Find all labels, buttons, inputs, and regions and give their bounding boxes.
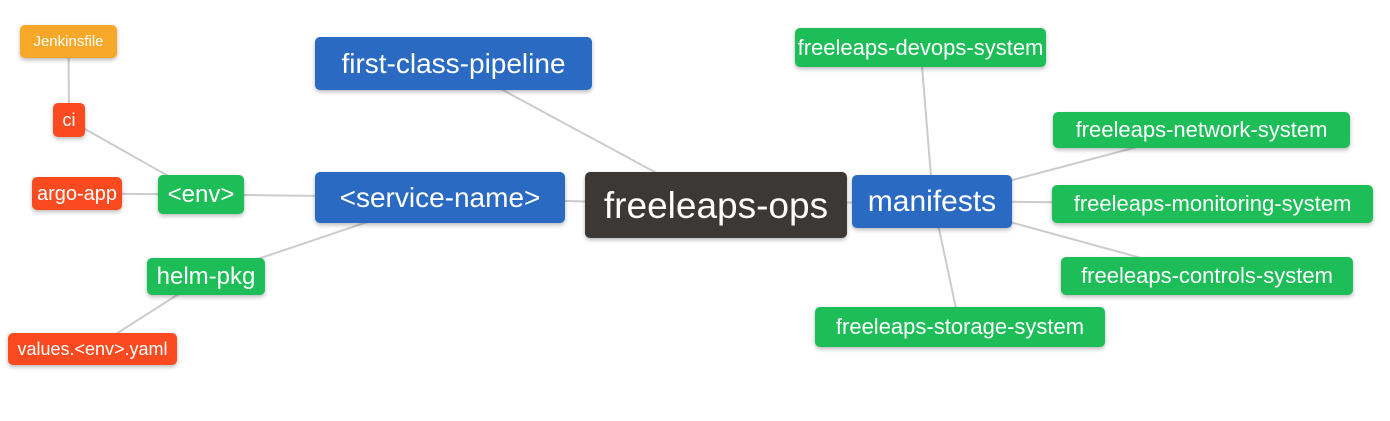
node-values-env-yaml[interactable]: values.<env>.yaml bbox=[8, 333, 177, 365]
node-manifests[interactable]: manifests bbox=[852, 175, 1012, 228]
node-env[interactable]: <env> bbox=[158, 175, 244, 214]
node-first-class-pipeline[interactable]: first-class-pipeline bbox=[315, 37, 592, 90]
node-freeleaps-monitoring-system[interactable]: freeleaps-monitoring-system bbox=[1052, 185, 1373, 223]
node-helm-pkg[interactable]: helm-pkg bbox=[147, 258, 265, 295]
node-freeleaps-storage-system[interactable]: freeleaps-storage-system bbox=[815, 307, 1105, 347]
node-freeleaps-network-system[interactable]: freeleaps-network-system bbox=[1053, 112, 1350, 148]
node-service-name[interactable]: <service-name> bbox=[315, 172, 565, 223]
node-freeleaps-devops-system[interactable]: freeleaps-devops-system bbox=[795, 28, 1046, 67]
node-jenkinsfile[interactable]: Jenkinsfile bbox=[20, 25, 117, 58]
node-freeleaps-controls-system[interactable]: freeleaps-controls-system bbox=[1061, 257, 1353, 295]
node-ci[interactable]: ci bbox=[53, 103, 85, 137]
node-argo-app[interactable]: argo-app bbox=[32, 177, 122, 210]
node-freeleaps-ops-root[interactable]: freeleaps-ops bbox=[585, 172, 847, 238]
